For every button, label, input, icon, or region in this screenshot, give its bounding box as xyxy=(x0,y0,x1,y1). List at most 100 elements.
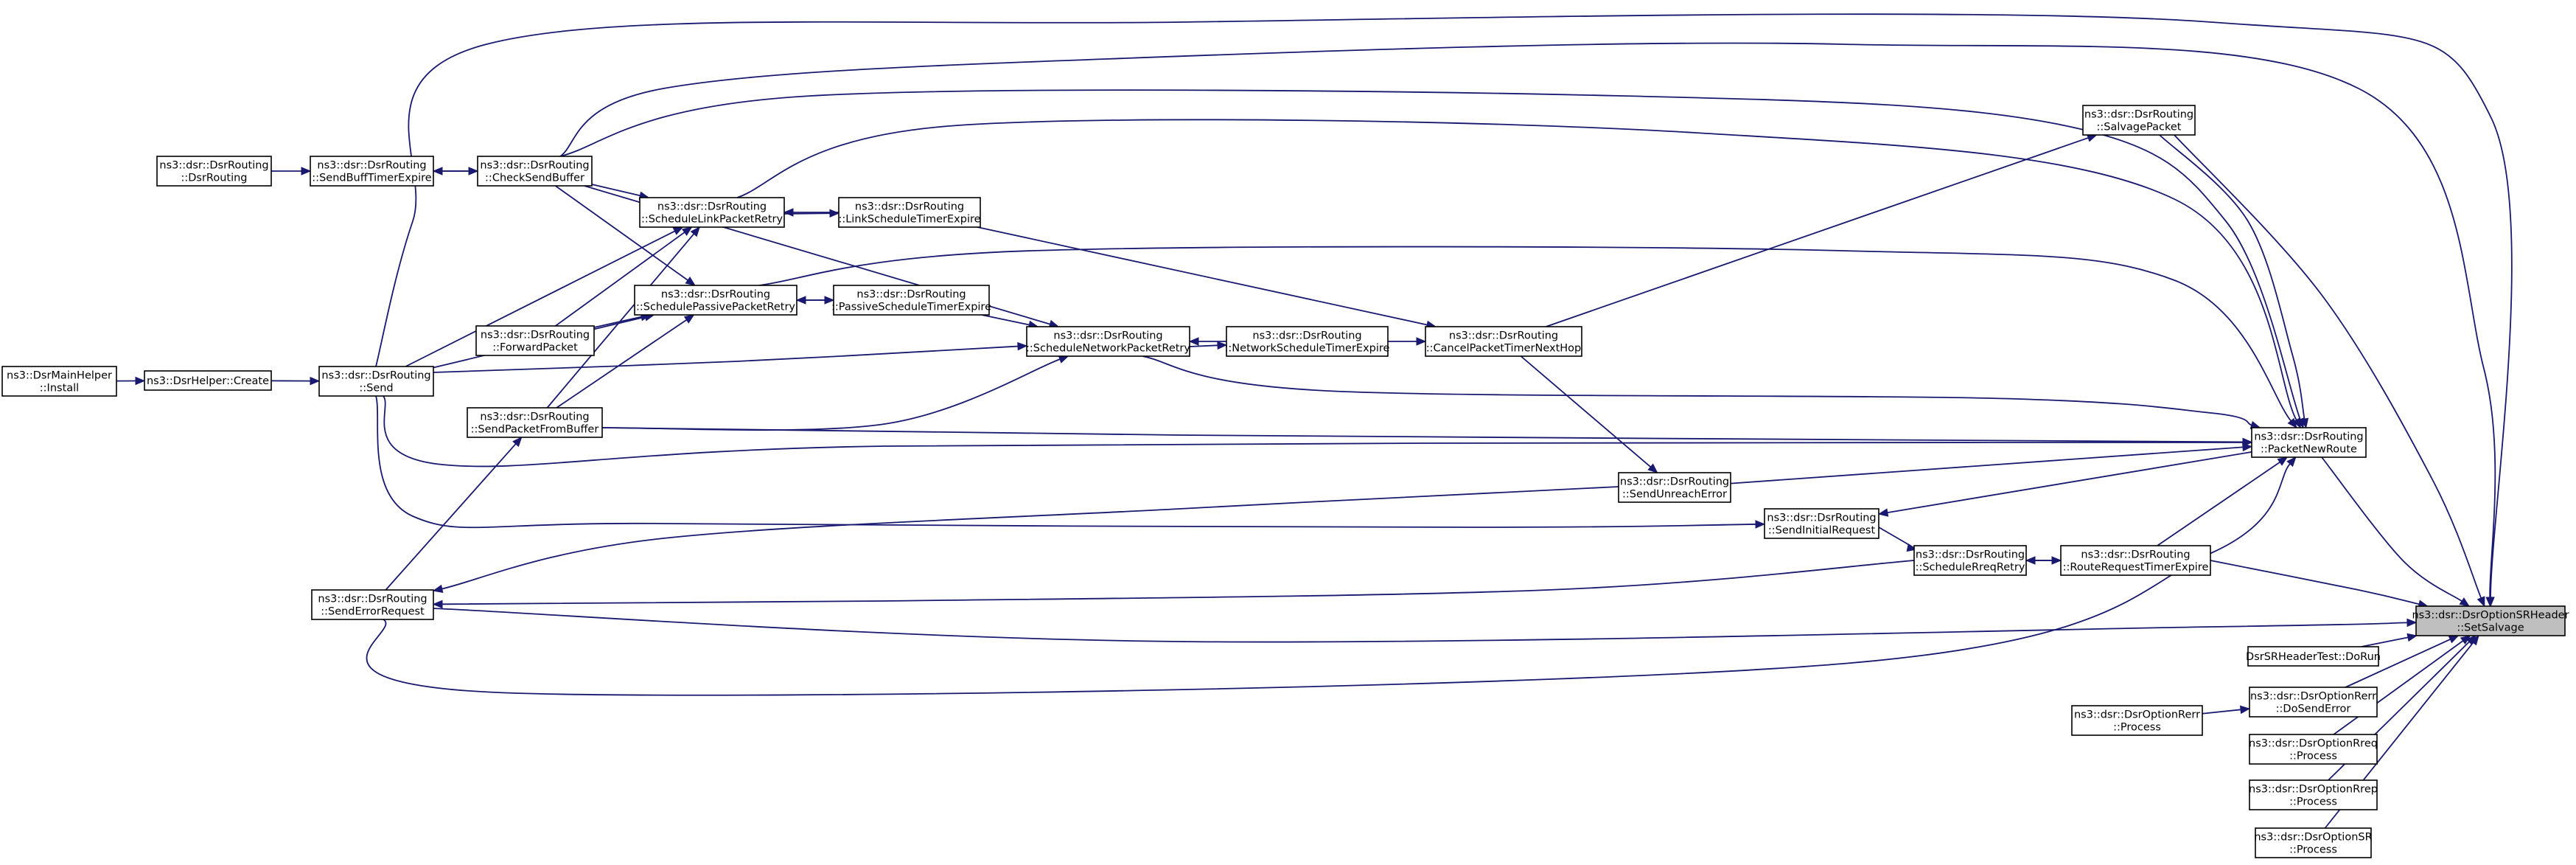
edge-line xyxy=(559,89,2301,420)
edge-arrowhead xyxy=(2448,635,2460,644)
edge-arrowhead xyxy=(1188,337,1199,346)
edge-line xyxy=(1142,355,2252,426)
node-label-line: ::SendPacketFromBuffer xyxy=(471,424,599,436)
node-label-line: ns3::dsr::DsrOptionRreq xyxy=(2249,738,2378,750)
call-edge-routerequesttimerexpire-to-packetnewroute xyxy=(2157,456,2289,546)
edge-line xyxy=(601,427,2244,443)
edge-arrowhead xyxy=(824,296,835,305)
edge-line xyxy=(2174,134,2482,599)
node-root[interactable]: ns3::dsr::DsrOptionSRHeader::SetSalvage xyxy=(2412,605,2569,636)
node-sendpacketfrombuffer[interactable]: ns3::dsr::DsrRouting::SendPacketFromBuff… xyxy=(467,407,603,438)
call-edge-send-to-schedulenetworkpacketretry xyxy=(433,341,1028,373)
call-edge-networkscheduletimerexpire-to-schedulenetworkpacketretry xyxy=(1188,337,1226,346)
node-label-line: ns3::dsr::DsrOptionRerr xyxy=(2074,709,2200,721)
edge-line xyxy=(546,233,695,409)
node-dsroptionrrep_process[interactable]: ns3::dsr::DsrOptionRrep::Process xyxy=(2249,779,2378,810)
call-edge-packetnewroute-to-sendinitialrequest xyxy=(1877,451,2252,517)
node-schedulenetworkpacketretry[interactable]: ns3::dsr::DsrRouting::ScheduleNetworkPac… xyxy=(1026,326,1190,357)
node-dsrsrheadertest_dorun[interactable]: DsrSRHeaderTest::DoRun xyxy=(2246,646,2381,667)
call-edge-dsroptionrerr_process-to-dsroptionrerr_dosenderror xyxy=(2202,705,2251,715)
node-dsroptionrerr_process[interactable]: ns3::dsr::DsrOptionRerr::Process xyxy=(2071,705,2203,736)
node-label-line: ns3::dsr::DsrRouting xyxy=(661,289,770,301)
node-dsroptionsr_process[interactable]: ns3::dsr::DsrOptionSR::Process xyxy=(2254,827,2373,858)
edge-arrowhead xyxy=(2406,618,2418,628)
call-edge-dsrhelper_create-to-send xyxy=(270,376,321,386)
edge-line xyxy=(375,13,2513,598)
call-edge-schedulepassivepacketretry-to-packetnewroute xyxy=(758,246,2297,429)
edge-arrowhead xyxy=(681,226,693,236)
node-send[interactable]: ns3::dsr::DsrRouting::Send xyxy=(318,366,434,397)
node-salvagepacket[interactable]: ns3::dsr::DsrRouting::SalvagePacket xyxy=(2082,105,2196,136)
edge-line xyxy=(433,345,1019,373)
edge-line xyxy=(433,608,2408,643)
node-box xyxy=(467,407,603,438)
node-linkscheduletimerexpire[interactable]: ns3::dsr::DsrRouting::LinkScheduleTimerE… xyxy=(838,197,981,228)
edge-line xyxy=(1887,451,2252,514)
node-box xyxy=(2255,827,2372,858)
node-sendunreacherror[interactable]: ns3::dsr::DsrRouting::SendUnreachError xyxy=(1618,472,1731,503)
node-networkscheduletimerexpire[interactable]: ns3::dsr::DsrRouting::NetworkScheduleTim… xyxy=(1225,326,1390,357)
node-dsroptionrreq_process[interactable]: ns3::dsr::DsrOptionRreq::Process xyxy=(2249,734,2378,765)
node-schedulepassivepacketretry[interactable]: ns3::dsr::DsrRouting::SchedulePassivePac… xyxy=(634,285,797,316)
node-sendbufftimerexpire[interactable]: ns3::dsr::DsrRouting::SendBuffTimerExpir… xyxy=(310,156,434,187)
node-passivescheduletimerexpire[interactable]: ns3::dsr::DsrRouting::PassiveScheduleTim… xyxy=(831,285,991,316)
edge-arrowhead xyxy=(432,584,444,594)
edge-line xyxy=(1730,446,2244,484)
node-label-line: ::CheckSendBuffer xyxy=(485,173,584,184)
call-edge-sendinitialrequest-to-schedulereqretry xyxy=(1878,527,1919,552)
node-sendinitialrequest[interactable]: ns3::dsr::DsrRouting::SendInitialRequest xyxy=(1764,508,1879,539)
node-checksendbuffer[interactable]: ns3::dsr::DsrRouting::CheckSendBuffer xyxy=(477,156,593,187)
edge-arrowhead xyxy=(432,600,443,609)
node-box xyxy=(1026,326,1190,357)
node-dsrrouting_ctor[interactable]: ns3::dsr::DsrRouting::DsrRouting xyxy=(156,156,272,187)
edge-line xyxy=(1189,344,1218,347)
edge-arrowhead xyxy=(829,209,840,218)
call-edge-checksendbuffer-to-sendbufftimerexpire xyxy=(432,167,478,176)
node-box xyxy=(2071,705,2203,736)
node-box xyxy=(2249,687,2378,718)
node-routerequesttimerexpire[interactable]: ns3::dsr::DsrRouting::RouteRequestTimerE… xyxy=(2060,545,2211,576)
node-dsroptionrerr_dosenderror[interactable]: ns3::dsr::DsrOptionRerr::DoSendError xyxy=(2249,687,2378,718)
node-box xyxy=(1,366,117,397)
node-label-line: ns3::dsr::DsrOptionSR xyxy=(2254,832,2372,844)
edge-arrowhead xyxy=(1647,463,1658,473)
node-box xyxy=(639,197,785,228)
node-label-line: ::Process xyxy=(2289,796,2337,808)
edge-arrowhead xyxy=(2485,597,2494,608)
node-cancelpackettimernexthop[interactable]: ns3::dsr::DsrRouting::CancelPacketTimerN… xyxy=(1425,326,1582,357)
node-packetnewroute[interactable]: ns3::dsr::DsrRouting::PacketNewRoute xyxy=(2251,427,2367,458)
edge-arrowhead xyxy=(2476,596,2485,608)
call-edge-sendunreacherror-to-packetnewroute xyxy=(1730,442,2253,484)
node-schedulelinkpacketretry[interactable]: ns3::dsr::DsrRouting::ScheduleLinkPacket… xyxy=(639,197,785,228)
edge-arrowhead xyxy=(683,314,695,324)
call-edge-schedulereqretry-to-sendrequest xyxy=(432,560,1915,609)
call-edge-sendpacketfrombuffer-to-schedulepassivepacketretry xyxy=(556,314,695,409)
node-label-line: ::Process xyxy=(2289,844,2337,856)
edge-line xyxy=(981,314,1030,326)
node-label-line: ns3::dsr::DsrRouting xyxy=(2254,431,2363,443)
call-edge-packetnewroute-to-root xyxy=(2321,456,2471,607)
node-box xyxy=(838,197,981,228)
node-label-line: ::DoSendError xyxy=(2276,704,2351,715)
node-box xyxy=(144,370,272,391)
edge-line xyxy=(2159,134,2306,420)
node-label-line: ns3::dsr::DsrRouting xyxy=(1449,330,1558,342)
edge-arrowhead xyxy=(2242,437,2253,447)
node-sendrequest[interactable]: ns3::dsr::DsrRouting::SendErrorRequest xyxy=(311,589,434,620)
node-dsrmainhelper_install[interactable]: ns3::DsrMainHelper::Install xyxy=(1,366,117,397)
node-dsrhelper_create[interactable]: ns3::DsrHelper::Create xyxy=(144,370,272,391)
edge-arrowhead xyxy=(672,226,684,235)
node-box xyxy=(477,156,593,187)
edge-line xyxy=(555,232,685,327)
node-label-line: ns3::dsr::DsrRouting xyxy=(1053,330,1162,342)
node-label-line: ns3::dsr::DsrRouting xyxy=(1916,549,2025,561)
node-schedulereqretry[interactable]: ns3::dsr::DsrRouting::ScheduleRreqRetry xyxy=(1913,545,2027,576)
node-forwardpacket[interactable]: ns3::dsr::DsrRouting::ForwardPacket xyxy=(475,325,595,356)
node-box xyxy=(2415,605,2566,636)
node-label-line: ns3::dsr::DsrRouting xyxy=(1620,476,1729,488)
edge-line xyxy=(1520,355,1652,468)
node-label-line: ::PassiveScheduleTimerExpire xyxy=(831,302,991,313)
edge-line xyxy=(601,358,1061,431)
node-label-line: ns3::dsr::DsrRouting xyxy=(321,370,430,382)
edge-arrowhead xyxy=(2459,597,2471,607)
